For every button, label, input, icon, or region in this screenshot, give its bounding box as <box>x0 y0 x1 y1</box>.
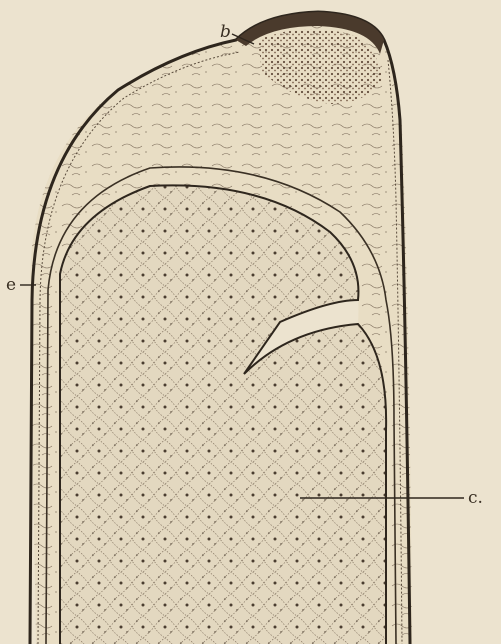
label-c: c. <box>468 490 483 507</box>
label-b: b <box>220 24 231 41</box>
label-e: e <box>6 277 16 294</box>
